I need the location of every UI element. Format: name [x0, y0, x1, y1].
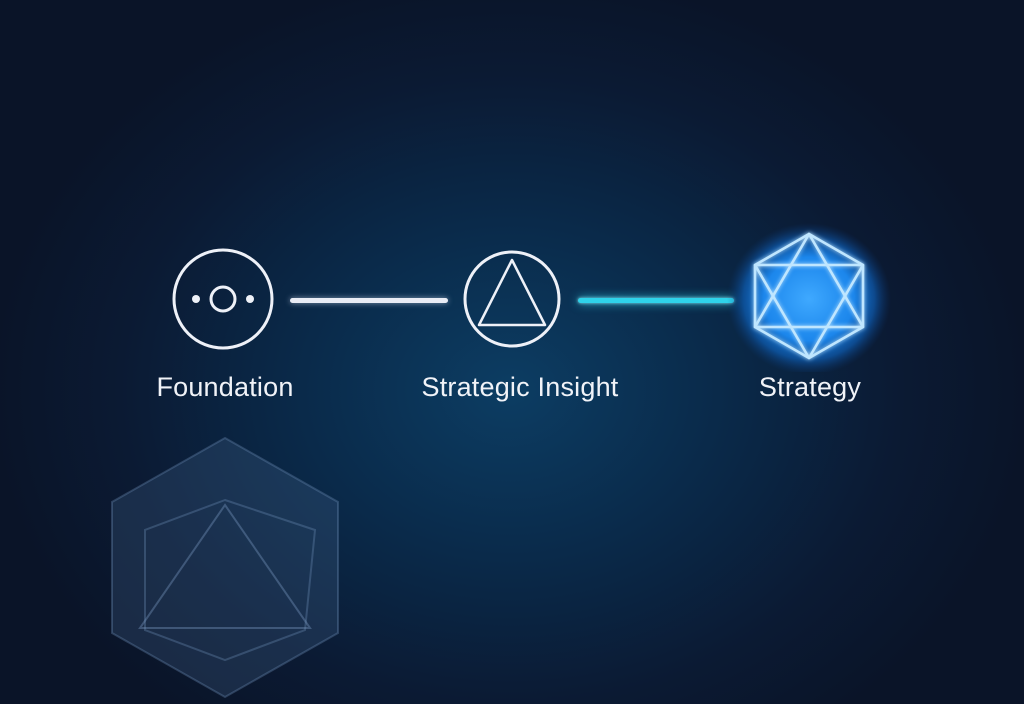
circle-triangle-icon	[463, 250, 561, 348]
step-label-insight: Strategic Insight	[421, 372, 619, 402]
background-hexagon-icon	[111, 436, 339, 699]
hexagon-star-icon	[727, 223, 891, 372]
step-foundation-node[interactable]	[170, 246, 276, 352]
step-label-strategy: Strategy	[758, 372, 862, 402]
connector-line-active	[578, 298, 734, 303]
step-strategy-node[interactable]	[724, 222, 894, 372]
step-insight-node[interactable]	[461, 248, 563, 350]
step-label-foundation: Foundation	[156, 372, 294, 402]
connector-line	[290, 298, 448, 303]
circle-dot-icon	[172, 248, 274, 350]
